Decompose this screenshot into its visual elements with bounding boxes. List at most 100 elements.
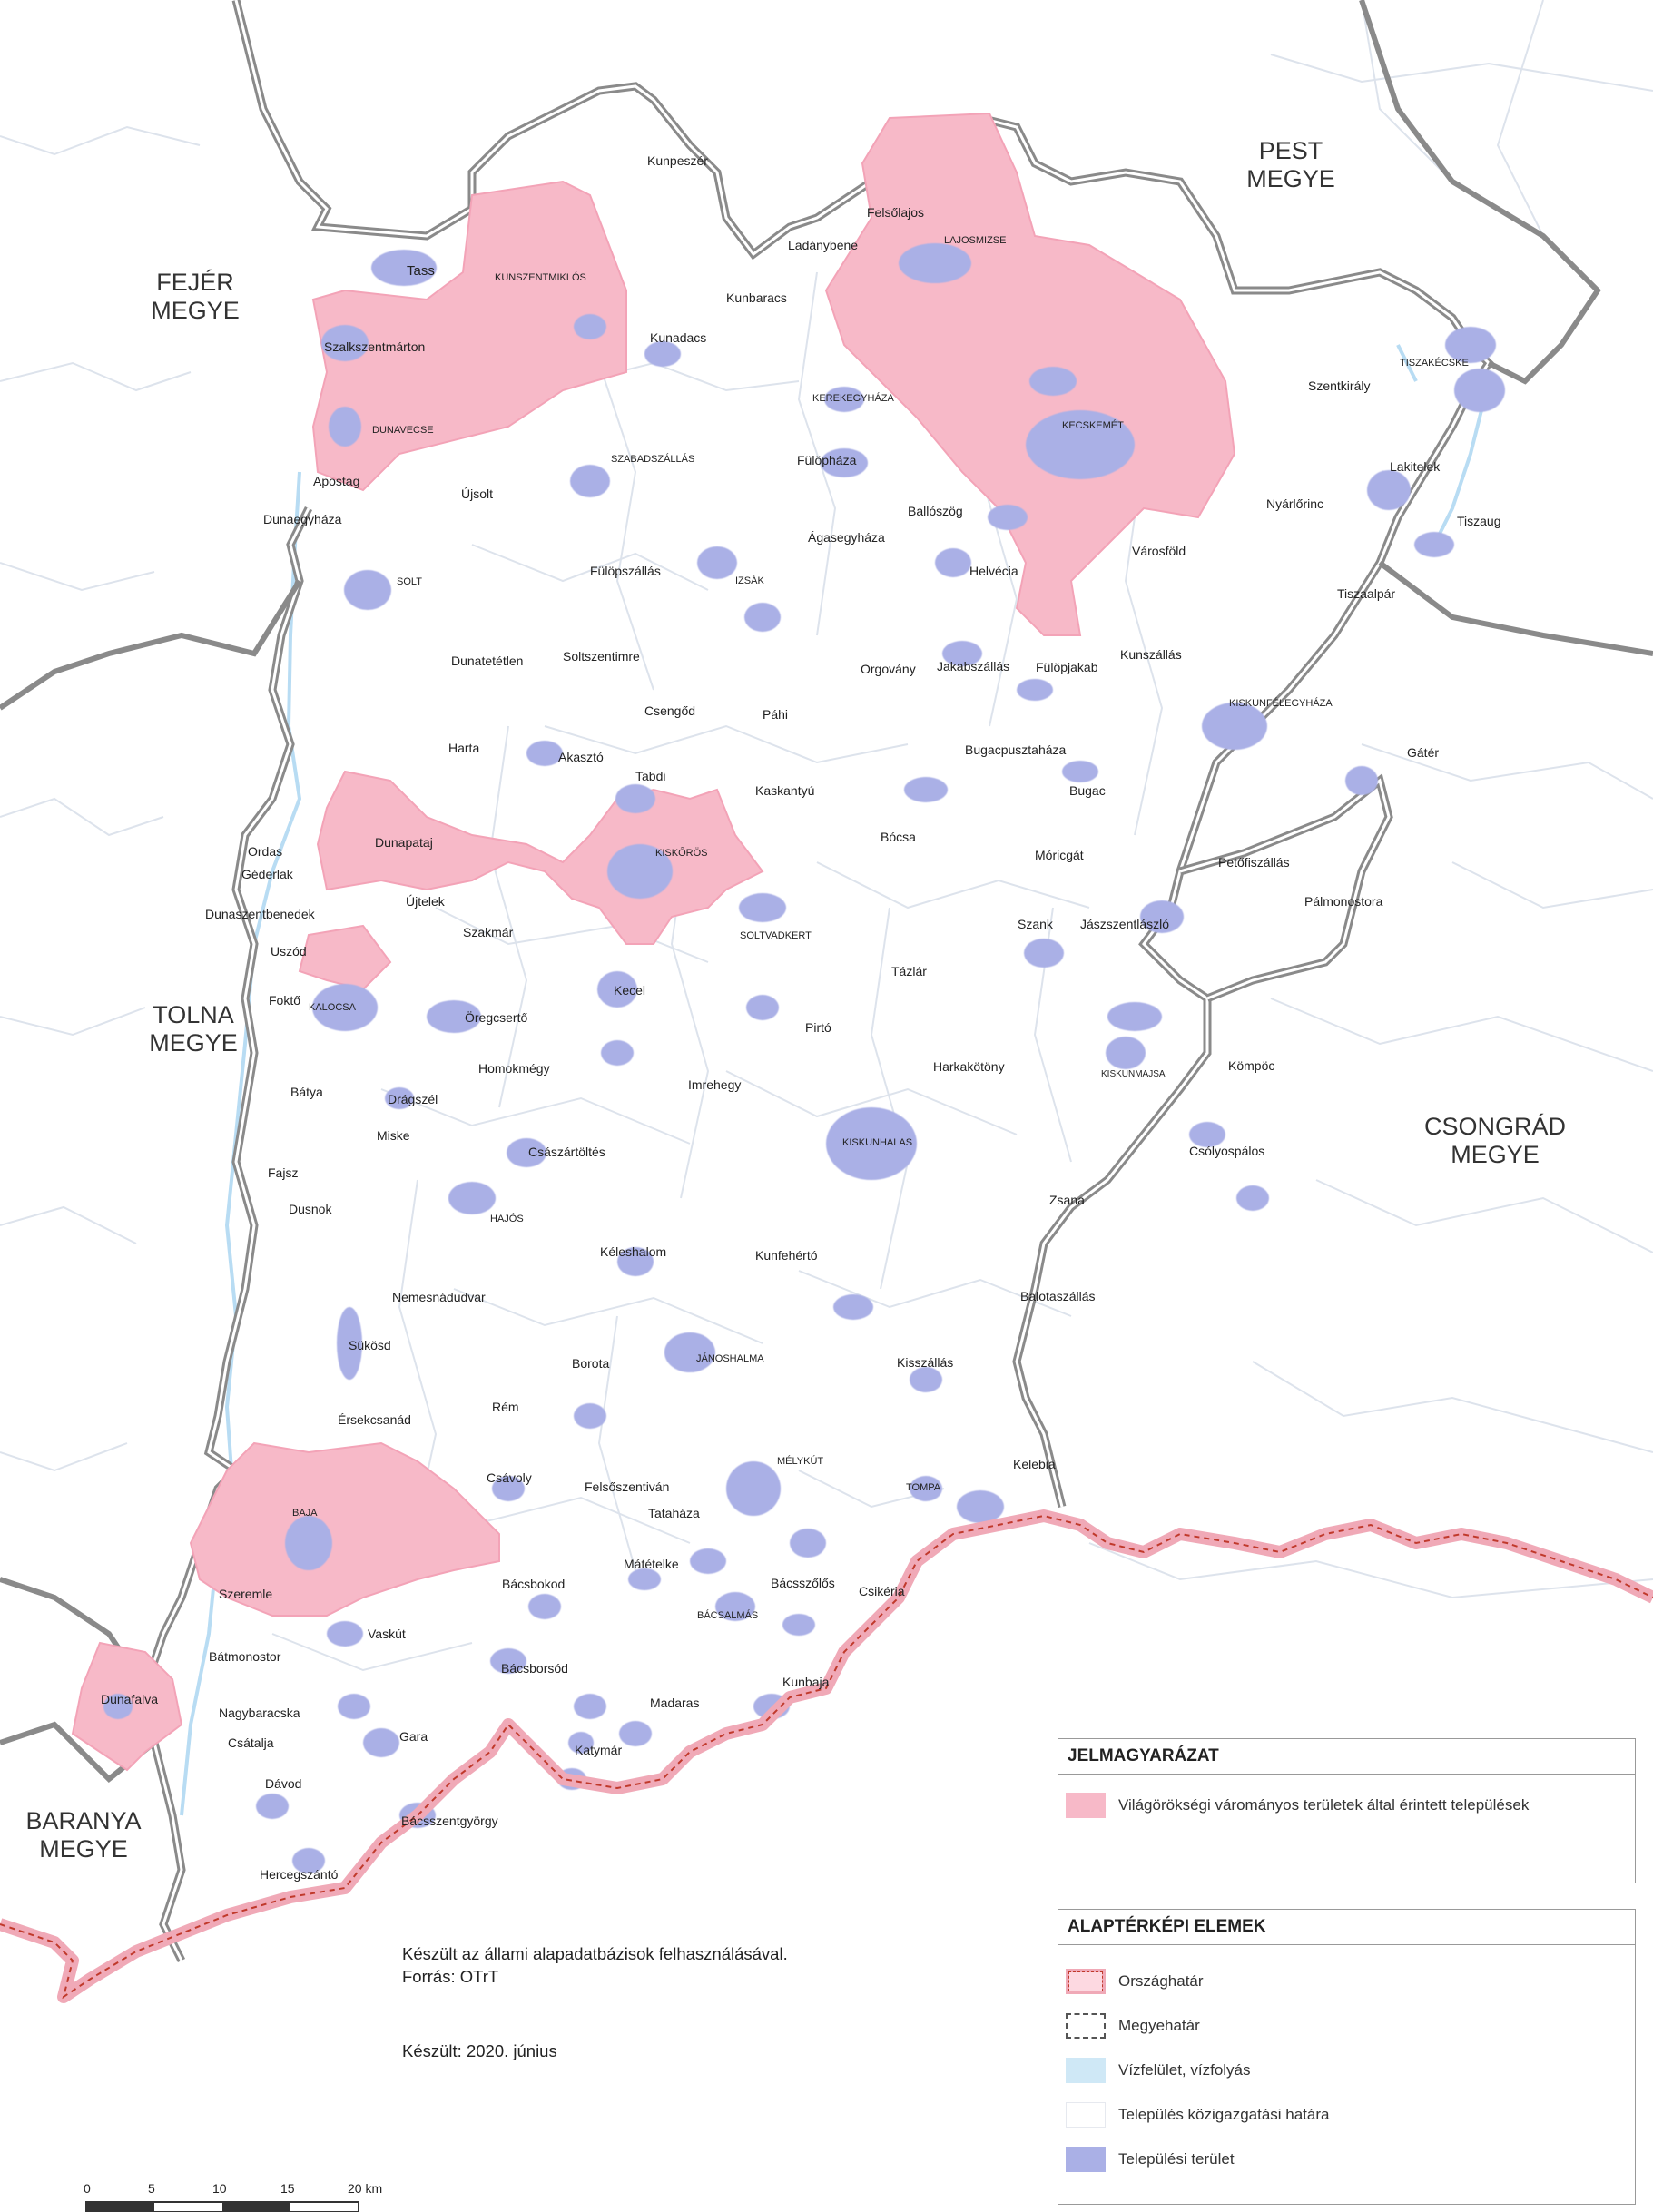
scale-label: 20 km	[348, 2181, 383, 2196]
place-label: Bátya	[290, 1085, 323, 1099]
place-label: KECSKEMÉT	[1062, 419, 1124, 431]
water-features	[180, 344, 1491, 1816]
place-label: Dunapataj	[375, 835, 433, 850]
place-label: JÁNOSHALMA	[696, 1352, 764, 1364]
legend-box: JELMAGYARÁZAT Világörökségi várományos t…	[1058, 1738, 1636, 1883]
settlement-areas	[103, 243, 1505, 1873]
legend-label-county-border: Megyehatár	[1118, 2017, 1200, 2034]
place-label: Csengőd	[644, 703, 695, 718]
settlement-swatch	[1066, 2147, 1106, 2172]
place-label: Érsekcsanád	[338, 1412, 411, 1427]
place-label: Bácsszentgyörgy	[401, 1814, 498, 1828]
place-label: Kelebia	[1013, 1457, 1056, 1471]
place-label: Ágasegyháza	[808, 530, 885, 545]
water-swatch	[1066, 2058, 1106, 2083]
place-label: Vaskút	[368, 1627, 406, 1641]
place-label: Kunpeszér	[647, 153, 708, 168]
place-label: LAJOSMIZSE	[944, 235, 1006, 246]
place-label: Hercegszántó	[260, 1867, 339, 1882]
place-label: Dunaszentbenedek	[205, 907, 316, 921]
place-label: Kunszállás	[1120, 647, 1182, 662]
place-label: Ballószög	[908, 504, 963, 518]
place-label: SZABADSZÁLLÁS	[611, 453, 694, 465]
place-label: Madaras	[650, 1696, 699, 1710]
place-label: KALOCSA	[309, 1002, 357, 1013]
place-label: Nemesnádudvar	[392, 1290, 486, 1304]
place-label: Öregcsertő	[465, 1009, 527, 1025]
place-label: Orgovány	[861, 662, 916, 676]
place-label: Városföld	[1132, 544, 1186, 558]
place-label: KUNSZENTMIKLÓS	[495, 271, 586, 283]
place-label: Petőfiszállás	[1218, 855, 1290, 870]
place-label: Tiszaug	[1457, 514, 1501, 528]
place-label: Foktő	[269, 993, 300, 1008]
place-label: Bátmonostor	[209, 1649, 281, 1664]
place-label: Szentkirály	[1308, 378, 1370, 393]
place-label: Sükösd	[349, 1338, 391, 1352]
place-label: Helvécia	[969, 564, 1018, 578]
place-label: TISZAKÉCSKE	[1400, 357, 1469, 369]
base-legend-box: ALAPTÉRKÉPI ELEMEK Országhatár Megyehatá…	[1058, 1909, 1636, 2205]
place-label: Mátételke	[624, 1557, 679, 1571]
place-label: Kisszállás	[897, 1355, 953, 1370]
place-label: MÉLYKÚT	[777, 1455, 823, 1467]
place-label: Kecel	[614, 983, 645, 998]
place-label: Rém	[492, 1400, 519, 1414]
place-label: Kunadacs	[650, 330, 706, 345]
place-label: Uszód	[271, 944, 307, 959]
place-label: Felsőszentiván	[585, 1480, 669, 1494]
place-label: Pirtó	[805, 1020, 831, 1035]
place-label: Katymár	[575, 1743, 622, 1757]
date-note: Készült: 2020. június	[402, 2041, 557, 2060]
place-label: KISKUNMAJSA	[1101, 1069, 1166, 1079]
place-label: Dunafalva	[101, 1692, 158, 1706]
place-label: Dunatetétlen	[451, 654, 523, 668]
legend-item: Világörökségi várományos területek által…	[1066, 1792, 1529, 1819]
scale-label: 10	[212, 2181, 227, 2196]
place-label: Kömpöc	[1228, 1058, 1274, 1073]
place-label: Tabdi	[635, 769, 665, 783]
place-label: Lakitelek	[1390, 459, 1441, 474]
place-label: Tataháza	[648, 1506, 700, 1520]
legend-item-country-border: Országhatár	[1066, 1968, 1204, 1995]
place-label: Nagybaracska	[219, 1706, 300, 1720]
place-label: Jakabszállás	[937, 659, 1009, 673]
place-label: Tázlár	[891, 964, 927, 978]
place-label: Újsolt	[461, 487, 493, 501]
place-label: Gara	[399, 1729, 428, 1744]
legend-item-settlement-area: Települési terület	[1066, 2146, 1235, 2173]
place-label: Szalkszentmárton	[324, 339, 425, 354]
place-label: Tass	[407, 263, 435, 279]
place-label: Bácsborsód	[501, 1661, 568, 1676]
legend-label-settlement-area: Települési terület	[1118, 2150, 1235, 2168]
place-label: Kunfehértó	[755, 1248, 818, 1263]
place-label: KEREKEGYHÁZA	[812, 392, 895, 404]
base-legend-title: ALAPTÉRKÉPI ELEMEK	[1058, 1910, 1635, 1945]
place-label: SOLT	[397, 576, 422, 587]
place-label: DUNAVECSE	[372, 425, 434, 436]
place-label: Ordas	[248, 844, 282, 859]
place-label: Imrehegy	[688, 1077, 741, 1092]
legend-label-country-border: Országhatár	[1118, 1972, 1204, 1990]
place-label: Apostag	[313, 474, 359, 488]
place-label: Zsana	[1049, 1193, 1085, 1207]
source-note-line1: Készült az állami alapadatbázisok felhas…	[402, 1944, 788, 1963]
place-label: Páhi	[763, 707, 788, 722]
place-label: Dunaegyháza	[263, 512, 342, 526]
place-label: Nyárlőrinc	[1266, 496, 1323, 511]
place-label: KISKUNHALAS	[842, 1137, 912, 1148]
place-label: KISKUNFÉLEGYHÁZA	[1229, 697, 1333, 709]
place-label: Bócsa	[881, 830, 916, 844]
place-label: Gátér	[1407, 745, 1439, 760]
place-label: Harkakötöny	[933, 1059, 1005, 1074]
place-label: KISKŐRÖS	[655, 846, 707, 859]
legend-title: JELMAGYARÁZAT	[1058, 1739, 1635, 1775]
place-label: Balotaszállás	[1020, 1289, 1096, 1303]
place-label: Szeremle	[219, 1587, 272, 1601]
